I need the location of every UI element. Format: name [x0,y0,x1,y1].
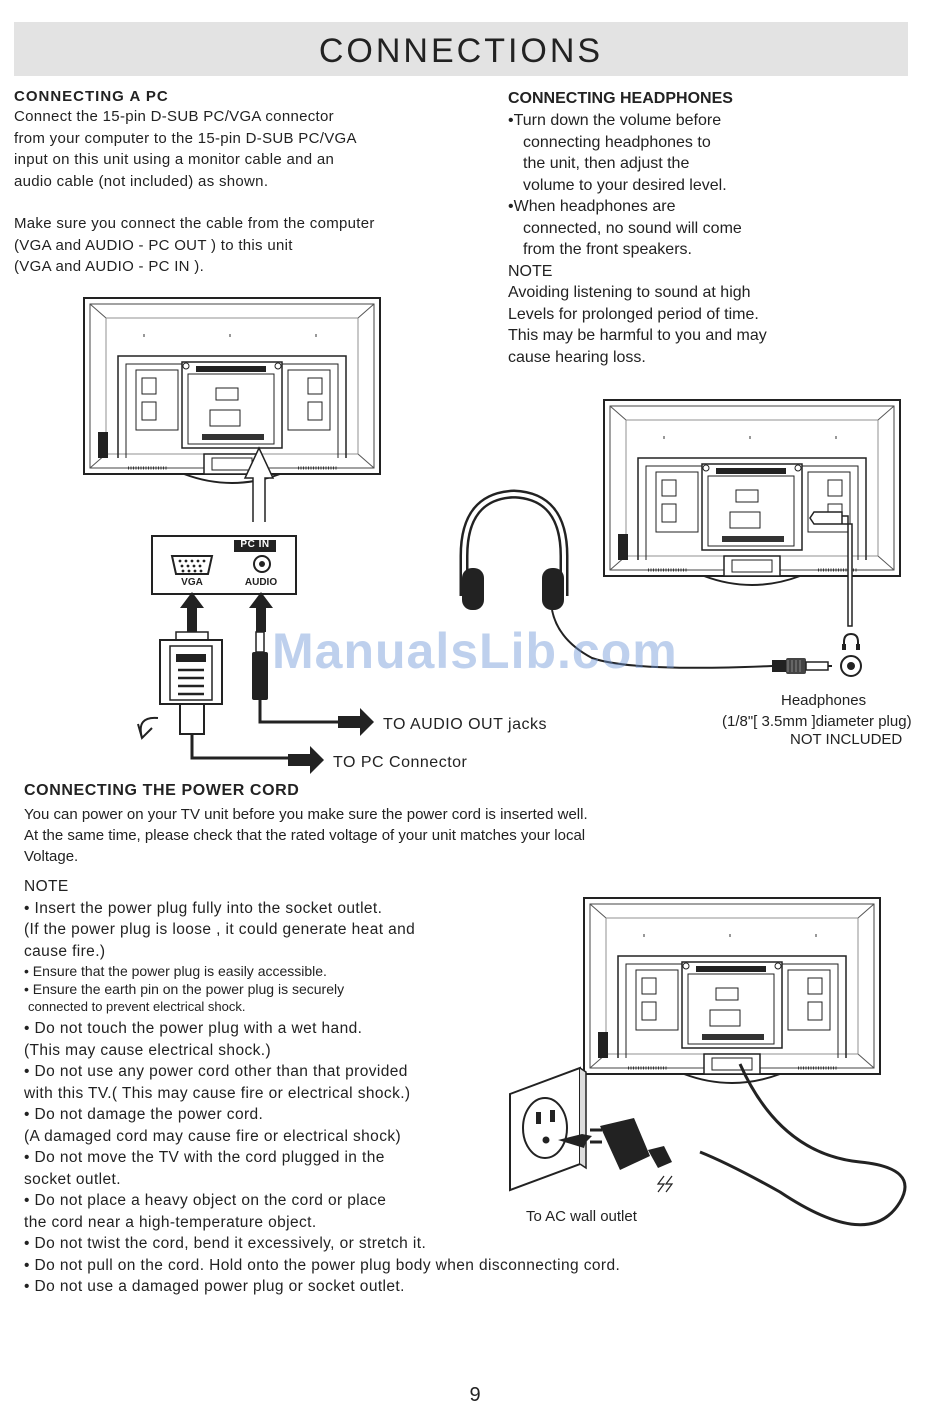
text-line: • Insert the power plug fully into the s… [24,899,383,917]
text-line: from the front speakers. [523,241,692,258]
vga-label: VGA [181,577,203,588]
text-line: • Do not move the TV with the cord plugg… [24,1149,385,1166]
text-line: the cord near a high-temperature object. [24,1213,317,1231]
text-line: (If the power plug is loose , it could g… [24,921,416,938]
pc-section-heading: CONNECTING A PC [14,88,169,105]
text-line: cause hearing loss. [508,348,646,366]
text-line: Avoiding listening to sound at high [508,284,751,301]
text-line: •When headphones are [508,198,676,215]
note-label: NOTE [508,262,553,280]
page-title: CONNECTIONS [318,32,604,70]
note-label: NOTE [24,878,69,895]
text-line: • Do not place a heavy object on the cor… [24,1192,387,1209]
power-intro: You can power on your TV unit before you… [24,804,588,867]
power-notes-3: • Do not touch the power plug with a wet… [24,1018,620,1298]
text-line: •Turn down the volume before [508,112,722,129]
text-line: (VGA and AUDIO - PC OUT ) to this unit [14,236,293,254]
text-line: Voltage. [24,848,79,865]
pc-para-1: Connect the 15-pin D-SUB PC/VGA connecto… [14,106,357,192]
text-line: At the same time, please check that the … [24,827,586,844]
text-line: from your computer to the 15-pin D-SUB P… [14,129,357,147]
text-line: • Do not damage the power cord. [24,1106,264,1123]
text-line: connecting headphones to [523,133,711,151]
text-line: cause fire.) [24,942,106,960]
text-line: socket outlet. [24,1170,121,1188]
headphone-plug-icon [772,658,832,674]
text-line: (A damaged cord may cause fire or electr… [24,1127,402,1145]
text-line: with this TV.( This may cause fire or el… [24,1084,411,1102]
text-line: connected, no sound will come [523,219,742,237]
vga-plug-icon [137,631,298,760]
page-header: CONNECTIONS [14,22,908,76]
text-line: Levels for prolonged period of time. [508,305,759,323]
wall-outlet-label: To AC wall outlet [526,1208,637,1225]
text-line: • Do not twist the cord, bend it excessi… [24,1235,427,1252]
text-line: • Do not touch the power plug with a wet… [24,1020,363,1037]
power-section-heading: CONNECTING THE POWER CORD [24,782,300,799]
text-line: • Do not use a damaged power plug or soc… [24,1278,405,1295]
text-line: input on this unit using a monitor cable… [14,151,335,168]
text-line: audio cable (not included) as shown. [14,172,269,190]
tv-back-power-diagram [582,896,882,1085]
arrow-right-icon [338,708,374,736]
headphone-symbol-icon [842,632,860,650]
headphones-section-heading: CONNECTING HEADPHONES [508,90,733,107]
power-notes-1: NOTE • Insert the power plug fully into … [24,876,415,962]
audio-plug-icon [252,631,338,724]
power-notes-2: • Ensure that the power plug is easily a… [24,962,344,998]
text-line: Make sure you connect the cable from the… [14,215,375,232]
text-line: Connect the 15-pin D-SUB PC/VGA connecto… [14,108,334,125]
to-pc-connector-label: TO PC Connector [333,754,468,771]
arrow-right-icon [288,746,324,774]
headphones-icon [459,489,773,669]
text-line: (This may cause electrical shock.) [24,1041,272,1059]
text-line: • Ensure the earth pin on the power plug… [24,981,345,997]
to-audio-out-label: TO AUDIO OUT jacks [383,716,547,733]
text-line: This may be harmful to you and may [508,327,767,344]
headphones-caption-note: NOT INCLUDED [790,731,903,748]
headphones-bullets: •Turn down the volume before connecting … [508,110,767,368]
headphones-caption-title: Headphones [781,692,867,709]
watermark: ManualsLib.com [272,623,678,679]
page-number: 9 [469,1384,481,1406]
pc-para-2: Make sure you connect the cable from the… [14,213,375,278]
power-plug-icon [590,1118,672,1170]
vga-port-icon [170,555,214,575]
pc-in-label: PC IN [240,539,270,550]
text-line: volume to your desired level. [523,176,727,194]
text-line: the unit, then adjust the [523,155,690,172]
text-line: • Ensure that the power plug is easily a… [24,963,327,979]
text-line: You can power on your TV unit before you… [24,806,588,823]
power-notes-2b: connected to prevent electrical shock. [28,999,246,1014]
text-line: • Do not use any power cord other than t… [24,1063,408,1080]
text-line: (VGA and AUDIO - PC IN ). [14,258,205,275]
tv-back-headphones-diagram [602,398,902,587]
headphones-caption-spec: (1/8"[ 3.5mm ]diameter plug) [722,713,912,730]
text-line: • Do not pull on the cord. Hold onto the… [24,1256,621,1274]
audio-label: AUDIO [244,577,278,588]
tv-back-pc-diagram [82,296,382,485]
